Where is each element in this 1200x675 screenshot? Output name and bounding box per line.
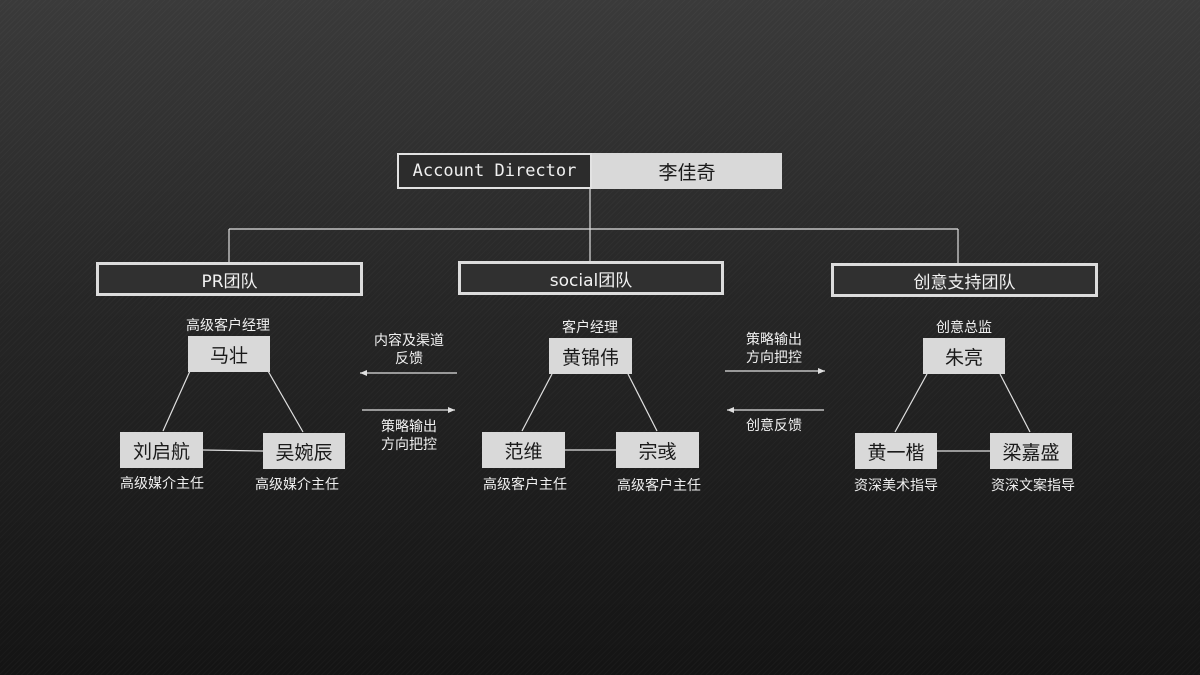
creative-lead-role: 创意总监	[936, 320, 992, 336]
director-name: 李佳奇	[592, 153, 782, 189]
director-title: Account Director	[397, 153, 592, 189]
pr-link-members	[202, 449, 264, 452]
social-member-1-role: 高级客户主任	[483, 477, 567, 493]
team-creative-header: 创意支持团队	[831, 263, 1098, 297]
pr-member-1-name: 刘启航	[120, 432, 203, 468]
social-member-1-name: 范维	[482, 432, 565, 468]
creative-lead-name: 朱亮	[923, 338, 1005, 374]
flow-pr-to-social-label: 策略输出 方向把控	[381, 419, 437, 453]
pr-lead-name: 马壮	[188, 336, 270, 372]
flow-social-to-creative-label: 策略输出 方向把控	[746, 332, 802, 366]
pr-link-lead-right	[267, 370, 304, 433]
creative-link-lead-left	[894, 373, 928, 433]
creative-member-1-role: 资深美术指导	[854, 478, 938, 494]
team-social-header: social团队	[458, 261, 724, 295]
creative-member-2-name: 梁嘉盛	[990, 433, 1072, 469]
pr-link-lead-left	[162, 370, 191, 432]
team-pr-header: PR团队	[96, 262, 363, 296]
creative-member-2-role: 资深文案指导	[991, 478, 1075, 494]
creative-link-lead-right	[999, 373, 1031, 433]
social-member-2-name: 宗彧	[616, 432, 699, 468]
director-node: Account Director 李佳奇	[397, 153, 782, 189]
flow-social-to-pr-label: 内容及渠道 反馈	[374, 333, 444, 367]
pr-lead-role: 高级客户经理	[186, 318, 270, 334]
social-member-2-role: 高级客户主任	[617, 478, 701, 494]
social-link-lead-left	[521, 373, 553, 432]
social-lead-role: 客户经理	[562, 320, 618, 336]
flow-creative-to-social-label: 创意反馈	[746, 418, 802, 434]
pr-member-1-role: 高级媒介主任	[120, 476, 204, 492]
social-link-lead-right	[627, 373, 658, 432]
pr-member-2-name: 吴婉辰	[263, 433, 345, 469]
social-lead-name: 黄锦伟	[549, 338, 632, 374]
creative-member-1-name: 黄一楷	[855, 433, 937, 469]
pr-member-2-role: 高级媒介主任	[255, 477, 339, 493]
